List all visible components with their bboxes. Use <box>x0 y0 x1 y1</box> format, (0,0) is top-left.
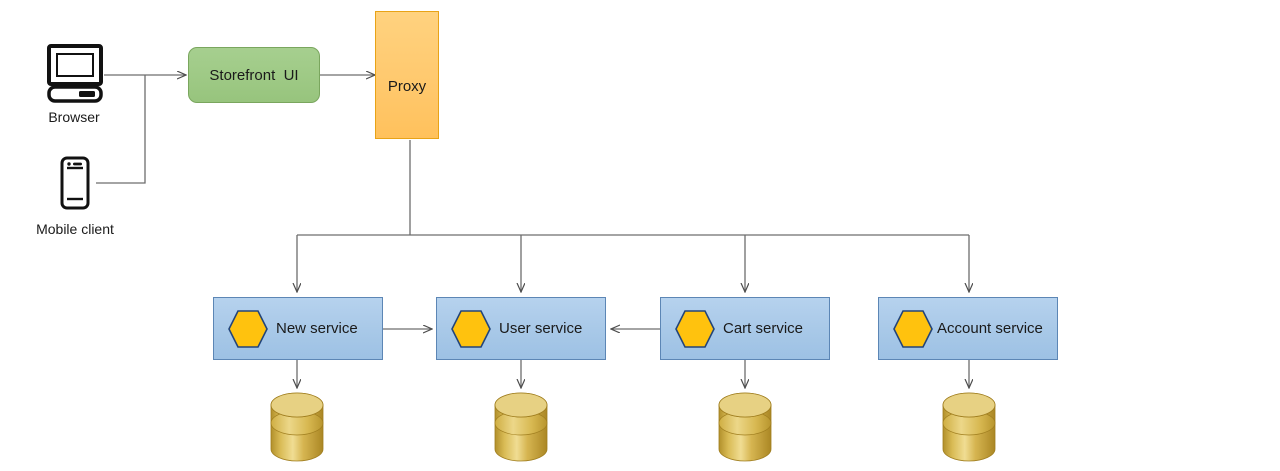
database-user-service <box>494 392 548 462</box>
new-service-node[interactable]: New service <box>213 297 383 360</box>
hexagon-icon <box>228 309 268 348</box>
cart-service-label: Cart service <box>723 320 804 337</box>
desktop-computer-icon <box>45 44 105 104</box>
proxy-label: Proxy <box>387 78 427 95</box>
database-new-service <box>270 392 324 462</box>
mobile-client-label: Mobile client <box>36 221 114 237</box>
smartphone-icon <box>60 156 90 210</box>
database-account-service <box>942 392 996 462</box>
user-service-node[interactable]: User service <box>436 297 606 360</box>
account-service-node[interactable]: Account service <box>878 297 1058 360</box>
hexagon-icon <box>451 309 491 348</box>
cart-service-node[interactable]: Cart service <box>660 297 830 360</box>
browser-label: Browser <box>48 109 100 125</box>
user-service-label: User service <box>499 320 583 337</box>
proxy-node[interactable]: Proxy <box>375 11 439 139</box>
account-service-label: Account service <box>937 320 1043 337</box>
storefront-ui-label: Storefront UI <box>209 66 299 84</box>
hexagon-icon <box>675 309 715 348</box>
new-service-label: New service <box>276 320 358 337</box>
hexagon-icon <box>893 309 933 348</box>
storefront-ui-node[interactable]: Storefront UI <box>188 47 320 103</box>
database-cart-service <box>718 392 772 462</box>
